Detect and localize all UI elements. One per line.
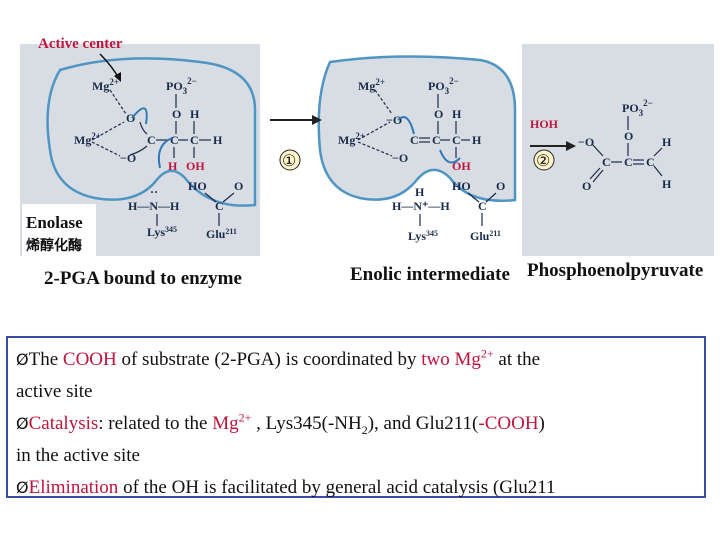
enolic-intermediate-structure: Mg2+ Mg2+ PO32− O H −O C C C H −O OH H—N… [338,76,505,243]
svg-text:O: O [434,107,443,121]
svg-text:C: C [602,155,611,169]
svg-text:OH: OH [452,159,471,173]
caption-phosphoenolpyruvate: Phosphoenolpyruvate [527,260,703,281]
svg-text:C: C [624,155,633,169]
svg-text:C: C [215,199,224,213]
svg-text:Mg2+: Mg2+ [92,77,119,93]
step-1-circle [279,149,301,171]
svg-text:HO: HO [188,179,207,193]
enzyme-pocket-1 [46,57,257,207]
enolase-cn-label: 烯醇化酶 [26,237,82,254]
step-2-label: ② [536,153,550,170]
bullet-line-1-cont: active site [16,381,93,402]
svg-text:PO32−: PO32− [166,76,197,96]
enzyme-pocket-2 [317,55,517,202]
svg-text:H—N⁺—H: H—N⁺—H [392,199,450,213]
svg-text:C: C [646,155,655,169]
bullet-arrow-icon: Ø [16,414,29,433]
svg-text:O: O [582,179,591,193]
curly-arrow-3 [397,116,415,135]
enolase-label: Enolase [26,213,83,232]
svg-text:Glu211: Glu211 [206,227,237,241]
active-center-arrowhead [114,72,121,82]
svg-text:H: H [190,107,200,121]
svg-text:O: O [126,111,135,125]
explanation-text-box: ØThe COOH of substrate (2-PGA) is coordi… [6,336,706,498]
svg-text:H—N—H: H—N—H [128,199,180,213]
svg-text:H: H [662,135,672,149]
svg-text:C: C [452,133,461,147]
svg-text:C: C [190,133,199,147]
bullet-line-3: ØElimination of the OH is facilitated by… [16,477,556,498]
active-center-label: Active center [38,36,123,52]
curly-arrow-4 [439,149,461,164]
bullet-line-1: ØThe COOH of substrate (2-PGA) is coordi… [16,346,541,370]
svg-text:H: H [472,133,482,147]
svg-text:C: C [478,199,487,213]
panel-3-background [522,44,714,256]
svg-text:−O: −O [578,135,594,149]
svg-text:C: C [410,133,419,147]
step-1-label: ① [282,153,296,170]
svg-text:−O: −O [392,151,408,165]
caption-2pga-bound: 2-PGA bound to enzyme [44,268,242,289]
curly-arrow-1 [131,107,148,125]
svg-text:O: O [496,179,505,193]
svg-text:HOH: HOH [530,117,559,131]
svg-text:HO: HO [452,179,471,193]
svg-text:OH: OH [186,159,205,173]
svg-text:C: C [170,133,179,147]
svg-text:Mg2+: Mg2+ [338,131,365,147]
bullet-line-2-cont: in the active site [16,445,140,466]
svg-text:−O: −O [386,113,402,127]
enolase-label-box [22,204,96,256]
svg-text:O: O [172,107,181,121]
svg-text:H: H [662,177,672,191]
svg-text:PO32−: PO32− [428,76,459,96]
svg-text:Mg2+: Mg2+ [74,131,101,147]
svg-text:O: O [624,129,633,143]
bullet-arrow-icon: Ø [16,350,29,369]
svg-text:Lys345: Lys345 [147,225,177,239]
svg-text:O: O [234,179,243,193]
svg-text:Lys345: Lys345 [408,229,438,243]
bullet-line-2: ØCatalysis: related to the Mg2+ , Lys345… [16,410,545,437]
svg-text:··: ·· [150,185,158,199]
pep-structure: HOH ② PO32− O −O C C C H H O [530,98,672,193]
svg-text:H: H [168,159,178,173]
bullet-arrow-icon: Ø [16,478,29,497]
step-2-circle [533,149,555,171]
pga-structure: Mg2+ Mg2+ PO32− O H O C C C H −O H OH H—… [74,76,243,241]
caption-enolic-intermediate: Enolic intermediate [350,264,510,285]
curly-arrow-2 [157,137,173,169]
svg-text:Glu211: Glu211 [470,229,501,243]
svg-text:Mg2+: Mg2+ [358,77,385,93]
svg-text:C: C [432,133,441,147]
svg-text:H: H [452,107,462,121]
svg-text:C: C [147,133,156,147]
svg-text:PO32−: PO32− [622,98,653,118]
enolase-mechanism-figure: Active center Mg2+ Mg2+ PO32− O H O C C … [20,36,714,289]
svg-text:H: H [213,133,223,147]
svg-text:H: H [415,185,425,199]
